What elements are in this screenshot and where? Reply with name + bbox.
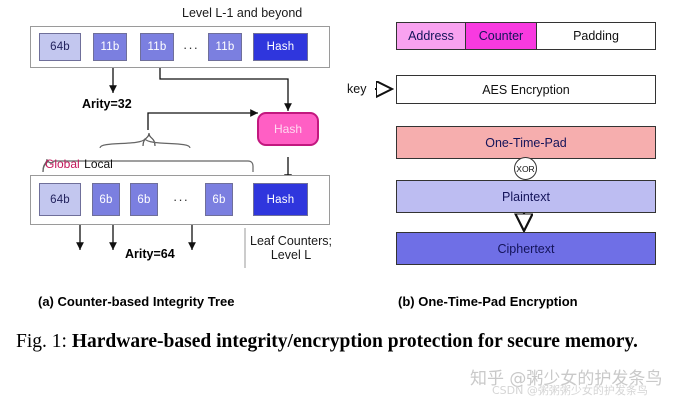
one-time-pad-box: One-Time-Pad <box>396 126 656 159</box>
upper-cell-major-counter: 64b <box>39 33 81 61</box>
leaf-cell-minor-counter-1: 6b <box>92 183 120 216</box>
level-label: Level L-1 and beyond <box>182 6 303 20</box>
figure-caption: Fig. 1: Hardware-based integrity/encrypt… <box>16 330 676 354</box>
upper-cell-ellipsis: ··· <box>183 39 199 55</box>
arity-lower-label: Arity=64 <box>125 247 175 261</box>
aes-encryption-box: AES Encryption <box>396 75 656 104</box>
leaf-cell-major-counter: 64b <box>39 183 81 216</box>
leaf-cell-minor-counter-2: 6b <box>130 183 158 216</box>
key-label: key <box>347 82 367 96</box>
local-label: Local <box>84 157 113 171</box>
upper-cell-minor-counter-2: 11b <box>140 33 174 61</box>
leaf-cell-minor-counter-3: 6b <box>205 183 233 216</box>
seed-block-padding: Padding <box>536 22 656 50</box>
figure-caption-text: Hardware-based integrity/encryption prot… <box>71 331 638 352</box>
upper-cell-minor-counter-3: 11b <box>208 33 242 61</box>
panel-b-subcaption: (b) One-Time-Pad Encryption <box>398 294 578 309</box>
seed-block-address: Address <box>396 22 466 50</box>
leaf-counters-note: Leaf Counters; Level L <box>250 234 332 262</box>
upper-cell-minor-counter-1: 11b <box>93 33 127 61</box>
leaf-counters-note-line1: Leaf Counters; <box>250 234 332 248</box>
leaf-cell-hash: Hash <box>253 183 308 216</box>
watermark-csdn: CSDN @粥粥粥少女的护发条鸟 <box>492 384 648 397</box>
xor-operator-icon: XOR <box>514 157 537 180</box>
ciphertext-box: Ciphertext <box>396 232 656 265</box>
leaf-counters-note-line2: Level L <box>270 248 312 262</box>
arity-upper-label: Arity=32 <box>82 97 132 111</box>
brace-labels: Global Local <box>45 155 113 173</box>
leaf-cell-ellipsis: ··· <box>173 192 189 207</box>
hash-node: Hash <box>257 112 319 146</box>
upper-cell-hash: Hash <box>253 33 308 61</box>
global-label: Global <box>45 157 80 171</box>
panel-a-subcaption: (a) Counter-based Integrity Tree <box>38 294 235 309</box>
seed-block-counter: Counter <box>465 22 537 50</box>
figure-caption-lead: Fig. 1: <box>16 331 67 352</box>
plaintext-box: Plaintext <box>396 180 656 213</box>
watermark-zhihu: 知乎 @粥少女的护发条鸟 <box>470 369 663 389</box>
